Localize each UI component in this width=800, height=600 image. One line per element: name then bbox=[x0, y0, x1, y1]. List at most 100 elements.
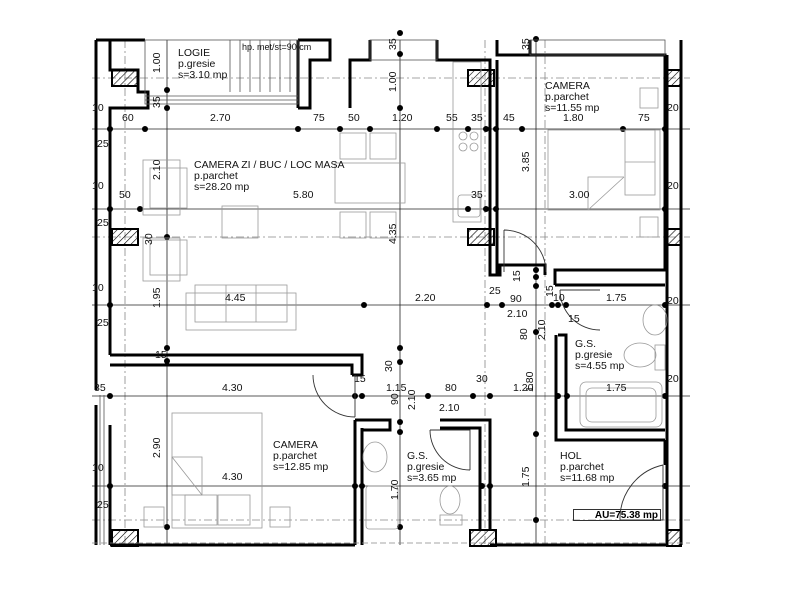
dim-label: 25 bbox=[97, 138, 109, 150]
room-area: s=12.85 mp bbox=[273, 461, 329, 473]
room-floor: p.parchet bbox=[560, 461, 604, 473]
dim-label: 3.00 bbox=[569, 189, 590, 201]
room-name: CAMERA bbox=[545, 80, 590, 92]
dim-label: 5.80 bbox=[293, 189, 314, 201]
dim-label: 35 bbox=[94, 382, 106, 394]
dim-label: 20 bbox=[667, 102, 679, 114]
dim-label: 2.10 bbox=[439, 402, 460, 414]
room-area: s=11.68 mp bbox=[560, 472, 615, 484]
dim-label: 80 bbox=[445, 382, 457, 394]
dim-label: 15 bbox=[568, 313, 580, 325]
room-floor: p.gresie bbox=[178, 58, 216, 70]
stair-note: hp. met/st=90 cm bbox=[242, 42, 312, 52]
dim-label: 2.10 bbox=[507, 308, 528, 320]
dim-label: 1.80 bbox=[563, 112, 584, 124]
room-area: s=3.65 mp bbox=[407, 472, 457, 484]
dim-label: 1.20 bbox=[513, 382, 534, 394]
dim-label: 15 bbox=[544, 285, 556, 297]
room-area: s=3.10 mp bbox=[178, 69, 228, 81]
room-area: s=11.55 mp bbox=[545, 102, 600, 114]
dim-label: 10 bbox=[92, 462, 104, 474]
dim-label: 55 bbox=[446, 112, 458, 124]
dim-label: 25 bbox=[97, 317, 109, 329]
dim-label: 10 bbox=[553, 292, 565, 304]
walls bbox=[94, 38, 683, 547]
room-floor: p.parchet bbox=[273, 450, 317, 462]
dim-label: 1.80 bbox=[524, 371, 536, 392]
dim-label: 4.30 bbox=[222, 382, 243, 394]
room-label-bedroom-1: CAMERA p.parchet s=11.55 mp bbox=[545, 81, 599, 114]
dim-label: 1.70 bbox=[389, 479, 401, 500]
room-area: s=28.20 mp bbox=[194, 181, 250, 193]
dim-label: 20 bbox=[667, 373, 679, 385]
dim-label: 4.35 bbox=[387, 223, 399, 244]
dim-label: 90 bbox=[510, 293, 522, 305]
logia-railing bbox=[99, 39, 666, 545]
dim-label: 4.30 bbox=[222, 471, 243, 483]
room-name: G.S. bbox=[575, 338, 597, 350]
dim-label: 1.95 bbox=[151, 287, 163, 308]
dim-label: 25 bbox=[489, 285, 501, 297]
dim-label: 30 bbox=[143, 233, 155, 245]
room-name: CAMERA bbox=[273, 439, 318, 451]
room-label-bedroom-2: CAMERA p.parchet s=12.85 mp bbox=[273, 440, 328, 473]
room-label-logie: LOGIE p.gresie s=3.10 mp bbox=[178, 48, 227, 81]
dim-label: 25 bbox=[97, 499, 109, 511]
dim-label: 60 bbox=[122, 112, 134, 124]
room-name: G.S. bbox=[407, 450, 429, 462]
room-label-bathroom-2: G.S. p.gresie s=3.65 mp bbox=[407, 451, 456, 484]
room-name: HOL bbox=[560, 450, 582, 462]
dim-label: 15 bbox=[354, 373, 366, 385]
dim-label: 75 bbox=[638, 112, 650, 124]
dim-label: 2.20 bbox=[415, 292, 436, 304]
dim-label: 1.75 bbox=[606, 292, 627, 304]
dim-label: 50 bbox=[119, 189, 131, 201]
dim-label: 35 bbox=[387, 38, 399, 50]
room-floor: p.gresie bbox=[407, 461, 445, 473]
room-label-bathroom-1: G.S. p.gresie s=4.55 mp bbox=[575, 339, 624, 372]
dim-label: 35 bbox=[151, 96, 163, 108]
dim-label: 30 bbox=[383, 360, 395, 372]
dim-label: 30 bbox=[476, 373, 488, 385]
dim-label: 35 bbox=[471, 189, 483, 201]
dim-label: 2.10 bbox=[406, 389, 418, 410]
dim-label: 10 bbox=[92, 180, 104, 192]
dim-label: 80 bbox=[518, 328, 530, 340]
dim-label: 35 bbox=[520, 38, 532, 50]
dim-label: 1.75 bbox=[520, 466, 532, 487]
furniture bbox=[142, 61, 668, 530]
dim-label: 90 bbox=[389, 393, 401, 405]
dim-label: 35 bbox=[471, 112, 483, 124]
dim-label: 25 bbox=[97, 217, 109, 229]
dim-label: 15 bbox=[511, 270, 523, 282]
room-floor: p.parchet bbox=[194, 170, 238, 182]
dim-label: 1.20 bbox=[392, 112, 413, 124]
room-label-living: CAMERA ZI / BUC / LOC MASA p.parchet s=2… bbox=[194, 160, 345, 193]
dim-label: 2.70 bbox=[210, 112, 231, 124]
dim-label: 75 bbox=[313, 112, 325, 124]
room-area: s=4.55 mp bbox=[575, 360, 625, 372]
room-floor: p.gresie bbox=[575, 349, 613, 361]
dim-label: 45 bbox=[503, 112, 515, 124]
dimension-lines bbox=[92, 40, 690, 545]
dim-label: 2.10 bbox=[151, 159, 163, 180]
dim-label: 10 bbox=[92, 102, 104, 114]
dim-label: 1.75 bbox=[606, 382, 627, 394]
dim-label: 1.00 bbox=[387, 71, 399, 92]
dim-label: 1.00 bbox=[151, 52, 163, 73]
dim-label: 2.10 bbox=[536, 319, 548, 340]
room-name: LOGIE bbox=[178, 47, 211, 59]
dim-label: 1.15 bbox=[386, 382, 407, 394]
dim-label: 15 bbox=[155, 349, 167, 361]
axis-lines bbox=[92, 40, 690, 545]
total-area-badge: AU=75.38 mp bbox=[573, 509, 661, 521]
dim-label: 10 bbox=[92, 282, 104, 294]
dim-label: 3.85 bbox=[520, 151, 532, 172]
dim-label: 2.90 bbox=[151, 437, 163, 458]
room-label-hall: HOL p.parchet s=11.68 mp bbox=[560, 451, 614, 484]
dim-label: 20 bbox=[667, 180, 679, 192]
room-floor: p.parchet bbox=[545, 91, 589, 103]
dim-label: 4.45 bbox=[225, 292, 246, 304]
dim-label: 20 bbox=[667, 295, 679, 307]
